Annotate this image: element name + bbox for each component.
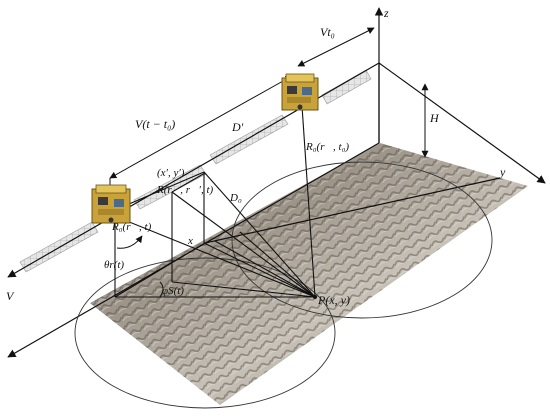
- theta-label: θr(t): [104, 259, 124, 271]
- r0-t-line: [111, 214, 316, 298]
- top-link: [171, 172, 206, 193]
- target-point: [313, 295, 317, 299]
- phi-arc: [159, 281, 164, 298]
- vt0-label: Vt₀: [320, 25, 335, 39]
- h-label: H: [429, 111, 440, 125]
- z-label: z: [383, 6, 389, 20]
- y-axis: [378, 62, 546, 184]
- theta-arc: [116, 235, 143, 249]
- satellite-icon: [281, 73, 319, 111]
- r-base: [171, 281, 316, 298]
- sat1-to-xp: [121, 171, 205, 208]
- ground-x-line: [114, 242, 206, 298]
- d-prime-label: D′: [231, 120, 244, 134]
- r0-t0-line: [301, 105, 316, 298]
- p-label: P(x, y): [317, 293, 350, 307]
- velocity-vec-label: V⃗: [6, 289, 23, 303]
- d0-label: D₀: [229, 192, 242, 204]
- footprint-ellipse-1: [74, 257, 336, 409]
- r-label: R(r⃗, r⃗′, t): [156, 184, 214, 196]
- footprint-ellipses: [74, 161, 493, 409]
- satellite-icon: [91, 184, 131, 224]
- r0-t0-label: R₀(r⃗, t₀): [305, 141, 349, 153]
- terrain-image: [90, 143, 528, 405]
- vt0-dimension: [297, 27, 375, 67]
- r-line: [171, 191, 316, 298]
- x-label: x: [187, 235, 193, 247]
- r0-t-label: R₀(r⃗, t): [111, 221, 152, 233]
- d0-base: [203, 242, 316, 298]
- x-to-p: [214, 240, 316, 298]
- y-label: y: [499, 165, 506, 179]
- labels: z y x V⃗ Vt₀ V(t − t₀) D′ R₀(r⃗, t₀) H (…: [6, 6, 506, 307]
- footprint-ellipse-2: [231, 161, 493, 319]
- xy-prime-label: (x′, y′): [157, 167, 185, 179]
- geometry-lines: [111, 105, 316, 298]
- d0-line: [203, 171, 316, 298]
- v-t-t0-label: V(t − t₀): [135, 117, 175, 131]
- phi-label: φS(t): [162, 285, 184, 297]
- angle-arcs: [116, 235, 164, 298]
- sat2-ground-line: [239, 231, 316, 298]
- x-axis: [204, 177, 501, 244]
